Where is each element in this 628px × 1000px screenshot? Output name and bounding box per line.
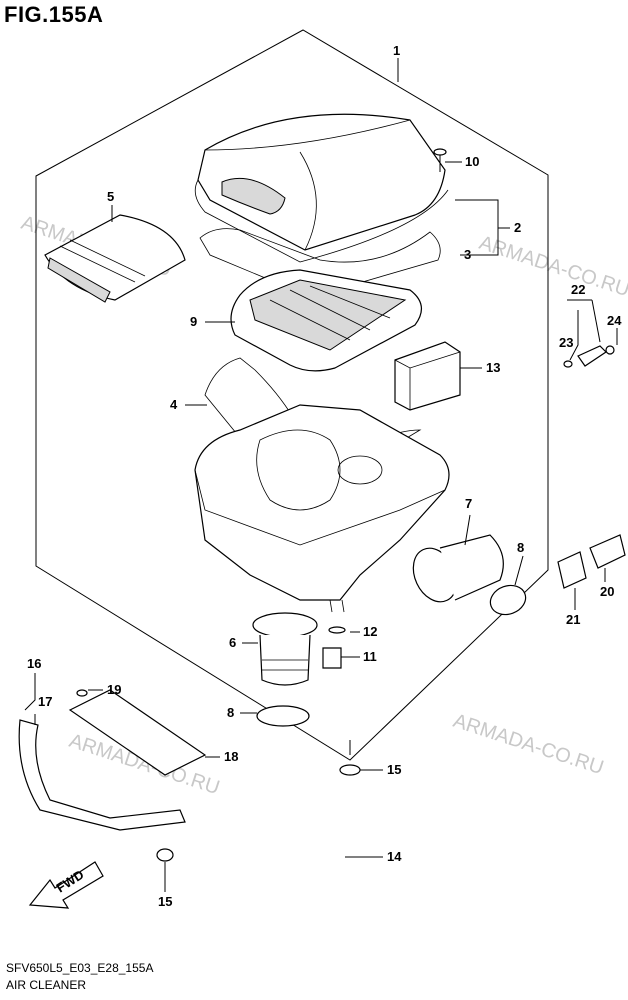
callout-7: 7 bbox=[465, 496, 472, 511]
air-filter-element bbox=[230, 269, 422, 372]
cover-screw bbox=[433, 148, 447, 172]
drain-hose bbox=[156, 764, 361, 921]
callout-16: 16 bbox=[27, 656, 41, 671]
callout-8-inlet: 8 bbox=[227, 705, 234, 720]
callout-5: 5 bbox=[107, 189, 114, 204]
callout-14: 14 bbox=[387, 849, 402, 864]
callout-13: 13 bbox=[486, 360, 500, 375]
callout-3: 3 bbox=[464, 247, 471, 262]
air-cleaner-case bbox=[194, 404, 450, 613]
leader-lines bbox=[24, 58, 618, 892]
callout-15-lower: 15 bbox=[158, 894, 172, 909]
callout-21: 21 bbox=[566, 612, 580, 627]
callout-19: 19 bbox=[107, 682, 121, 697]
figure-title: FIG.155A bbox=[4, 2, 104, 27]
side-bracket bbox=[18, 689, 207, 831]
callout-12: 12 bbox=[363, 624, 377, 639]
resonator-box bbox=[394, 341, 461, 411]
callout-15-upper: 15 bbox=[387, 762, 401, 777]
inlet-clamp bbox=[256, 705, 310, 727]
drain-plug bbox=[322, 647, 342, 669]
callout-9: 9 bbox=[190, 314, 197, 329]
air-cleaner-cover bbox=[194, 113, 449, 263]
outlet-tube bbox=[412, 534, 504, 603]
callout-24: 24 bbox=[607, 313, 622, 328]
callout-8-outlet: 8 bbox=[517, 540, 524, 555]
callout-18: 18 bbox=[224, 749, 238, 764]
watermark-4: ARMADA-CO.RU bbox=[450, 710, 606, 779]
watermark-2: ARMADA-CO.RU bbox=[476, 232, 628, 301]
assembly-frame bbox=[35, 29, 549, 761]
figure-code: SFV650L5_E03_E28_155A bbox=[6, 961, 154, 975]
inlet-funnel bbox=[252, 612, 318, 686]
callout-2: 2 bbox=[514, 220, 521, 235]
outlet-clamp bbox=[489, 584, 527, 616]
connector-blocks bbox=[557, 534, 626, 589]
drain-clip bbox=[328, 626, 346, 634]
intake-air-temp-sensor bbox=[563, 345, 615, 368]
callout-6: 6 bbox=[229, 635, 236, 650]
callout-23: 23 bbox=[559, 335, 573, 350]
callout-17: 17 bbox=[38, 694, 52, 709]
callout-22: 22 bbox=[571, 282, 585, 297]
callout-11: 11 bbox=[363, 649, 377, 664]
callout-10: 10 bbox=[465, 154, 479, 169]
forward-direction-arrow: FWD bbox=[28, 861, 104, 909]
intake-duct bbox=[44, 214, 186, 303]
figure-caption: AIR CLEANER bbox=[6, 978, 87, 992]
callout-1: 1 bbox=[393, 43, 400, 58]
callout-20: 20 bbox=[600, 584, 614, 599]
callout-4: 4 bbox=[170, 397, 178, 412]
